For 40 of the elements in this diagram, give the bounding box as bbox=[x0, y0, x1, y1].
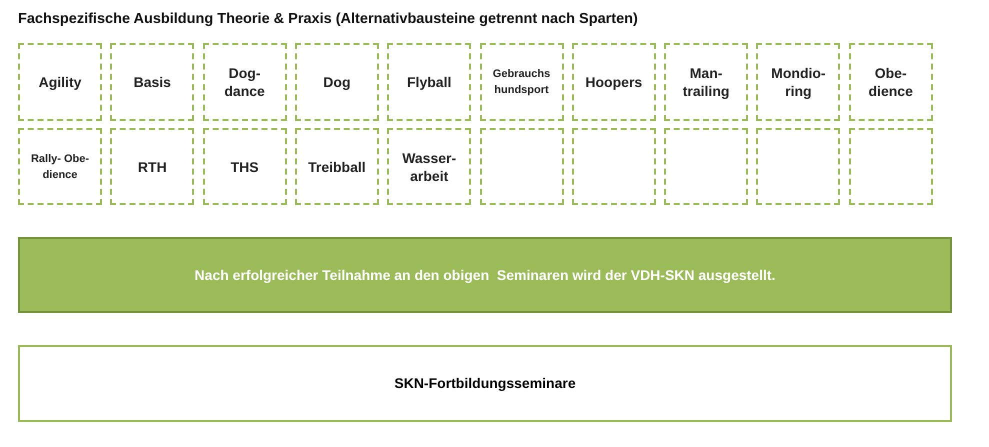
dashed-box bbox=[294, 43, 379, 121]
dashed-box bbox=[664, 128, 748, 205]
dashed-box bbox=[572, 43, 656, 121]
dashed-box bbox=[756, 128, 840, 205]
diagram-title: Fachspezifische Ausbildung Theorie & Praxis (Alternativbausteine getrennt nach Sparten) bbox=[18, 10, 638, 29]
dashed-box bbox=[480, 43, 564, 121]
node-label: Obe- dience bbox=[868, 64, 914, 100]
node-label: Man- trailing bbox=[682, 64, 730, 100]
dashed-box bbox=[848, 128, 933, 205]
node-label: Treibball bbox=[307, 158, 367, 176]
node-label: Gebrauchs hundsport bbox=[492, 67, 552, 98]
dashed-box bbox=[18, 128, 102, 205]
dashed-box bbox=[202, 128, 287, 205]
dashed-box bbox=[848, 43, 933, 121]
banner-box bbox=[18, 237, 952, 313]
node-label: Agility bbox=[38, 73, 82, 91]
dashed-box bbox=[294, 128, 379, 205]
node-label: Nach erfolgreicher Teilnahme an den obigen Seminaren wird der VDH-SKN ausgestellt. bbox=[194, 266, 776, 285]
outlined-box bbox=[18, 345, 952, 422]
node-label: Flyball bbox=[406, 73, 452, 91]
node-label: Basis bbox=[132, 73, 172, 91]
dashed-box bbox=[756, 43, 840, 121]
dashed-box bbox=[202, 43, 287, 121]
dashed-box bbox=[480, 128, 564, 205]
dashed-box bbox=[572, 128, 656, 205]
dashed-box bbox=[110, 128, 194, 205]
dashed-box bbox=[110, 43, 194, 121]
node-label: Wasser- arbeit bbox=[401, 148, 458, 184]
node-label: RTH bbox=[136, 158, 168, 176]
dashed-box bbox=[387, 128, 472, 205]
node-label: THS bbox=[230, 158, 260, 176]
node-label: Dog bbox=[322, 73, 352, 91]
node-label: Mondio- ring bbox=[770, 64, 827, 100]
node-label: SKN-Fortbildungsseminare bbox=[394, 374, 576, 393]
node-label: Hoopers bbox=[584, 73, 644, 91]
dashed-box bbox=[664, 43, 748, 121]
dashed-box bbox=[387, 43, 472, 121]
dashed-box bbox=[18, 43, 102, 121]
node-label: Dog- dance bbox=[223, 64, 266, 100]
node-label: Rally- Obe- dience bbox=[30, 152, 90, 182]
